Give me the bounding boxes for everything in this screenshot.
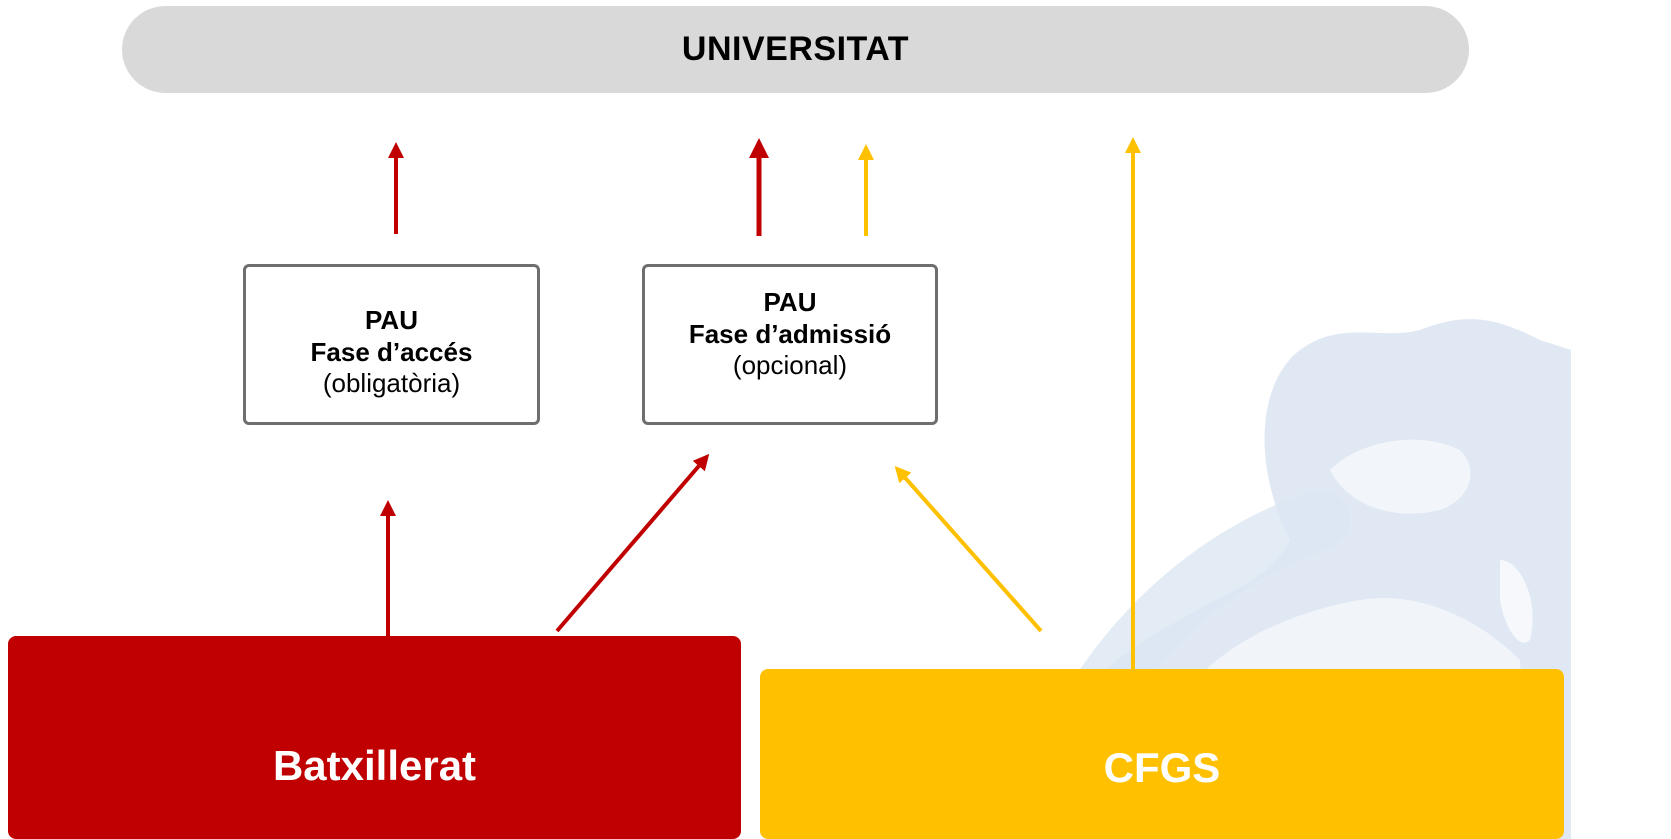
university-banner: UNIVERSITAT [122,6,1469,93]
pau-access-phase-box: PAU Fase d’accés (obligatòria) [243,264,540,425]
batxillerat-label: Batxillerat [272,741,477,789]
batxillerat-box: Batxillerat [8,636,741,839]
pau-access-note: (obligatòria) [322,368,461,399]
university-label: UNIVERSITAT [681,30,910,68]
pau-admission-phase-box: PAU Fase d’admissió (opcional) [642,264,938,425]
pau-access-phase: Fase d’accés [310,336,473,367]
pau-admission-phase: Fase d’admissió [688,318,892,349]
cfgs-label: CFGS [1103,744,1221,791]
pau-admission-title: PAU [763,286,817,317]
cfgs-box: CFGS [760,669,1564,839]
pau-access-title: PAU [365,304,418,335]
pau-admission-note: (opcional) [732,350,848,381]
